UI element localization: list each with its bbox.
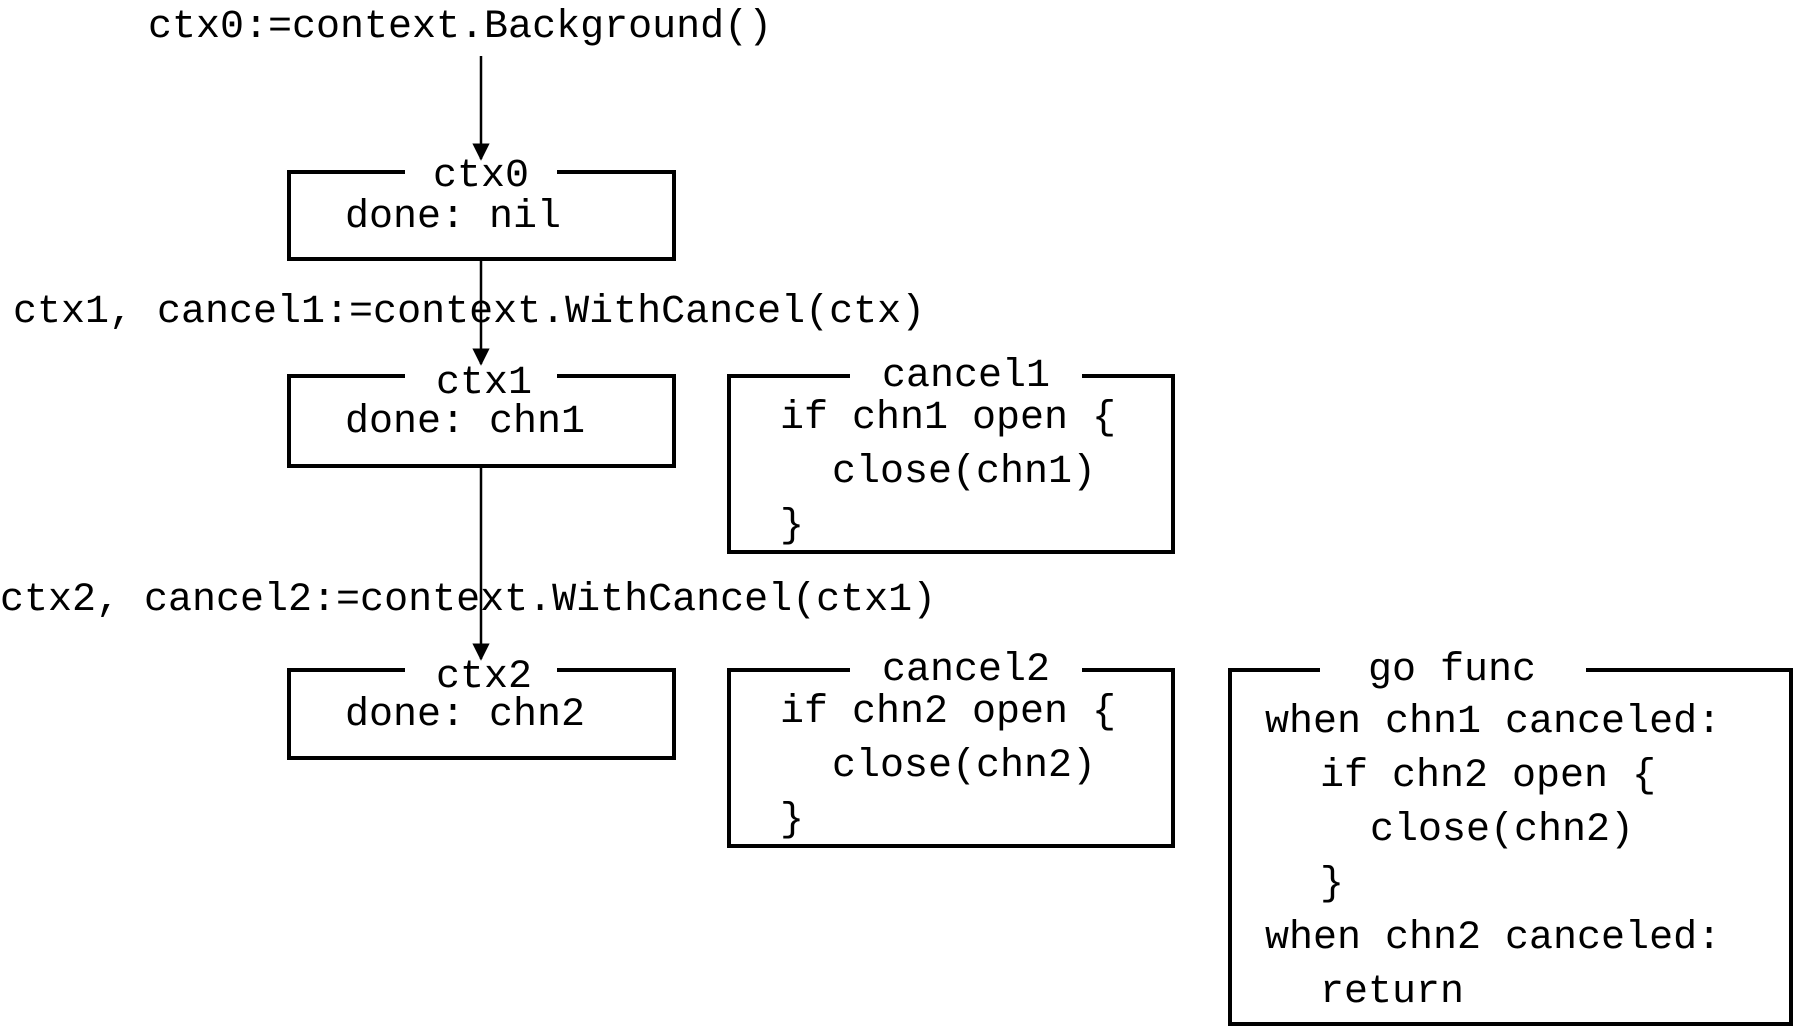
ctx2-done-line: done: chn2 bbox=[345, 693, 585, 738]
cancel2-line-1: if chn2 open { bbox=[780, 690, 1116, 735]
cancel1-line-3: } bbox=[780, 504, 804, 549]
go-func-line-6: return bbox=[1320, 970, 1464, 1015]
cancel2-line-2: close(chn2) bbox=[832, 744, 1096, 789]
background-statement: ctx0:=context.Background() bbox=[148, 5, 772, 50]
cancel1-line-2: close(chn1) bbox=[832, 450, 1096, 495]
node-cancel2: cancel2 if chn2 open { close(chn2) } bbox=[727, 648, 1175, 848]
node-ctx1: ctx1 done: chn1 bbox=[287, 361, 676, 468]
with-cancel-1-statement: ctx1, cancel1:=context.WithCancel(ctx) bbox=[13, 290, 925, 335]
go-func-line-3: close(chn2) bbox=[1370, 808, 1634, 853]
go-func-line-5: when chn2 canceled: bbox=[1265, 916, 1721, 961]
node-ctx2: ctx2 done: chn2 bbox=[287, 655, 676, 760]
go-func-title-gap bbox=[1320, 664, 1586, 676]
ctx0-done-line: done: nil bbox=[345, 195, 561, 240]
ctx2-title-gap bbox=[405, 664, 557, 676]
ctx1-title: ctx1 bbox=[436, 361, 532, 406]
go-func-line-1: when chn1 canceled: bbox=[1265, 700, 1721, 745]
cancel2-line-3: } bbox=[780, 798, 804, 843]
with-cancel-2-statement: ctx2, cancel2:=context.WithCancel(ctx1) bbox=[0, 578, 936, 623]
node-cancel1: cancel1 if chn1 open { close(chn1) } bbox=[727, 354, 1175, 554]
cancel1-title: cancel1 bbox=[882, 354, 1050, 399]
go-func-title: go func bbox=[1368, 648, 1536, 693]
cancel1-title-gap bbox=[850, 370, 1082, 382]
node-go-func: go func when chn1 canceled: if chn2 open… bbox=[1228, 648, 1793, 1026]
go-func-line-2: if chn2 open { bbox=[1320, 754, 1656, 799]
cancel1-line-1: if chn1 open { bbox=[780, 396, 1116, 441]
ctx1-title-gap bbox=[405, 370, 557, 382]
ctx2-title: ctx2 bbox=[436, 655, 532, 700]
ctx0-title-gap bbox=[405, 166, 557, 178]
go-func-line-4: } bbox=[1320, 862, 1344, 907]
cancel2-title: cancel2 bbox=[882, 648, 1050, 693]
ctx1-done-line: done: chn1 bbox=[345, 400, 585, 445]
node-ctx0: ctx0 done: nil bbox=[287, 154, 676, 261]
ctx0-title: ctx0 bbox=[433, 154, 529, 199]
cancel2-title-gap bbox=[850, 664, 1082, 676]
